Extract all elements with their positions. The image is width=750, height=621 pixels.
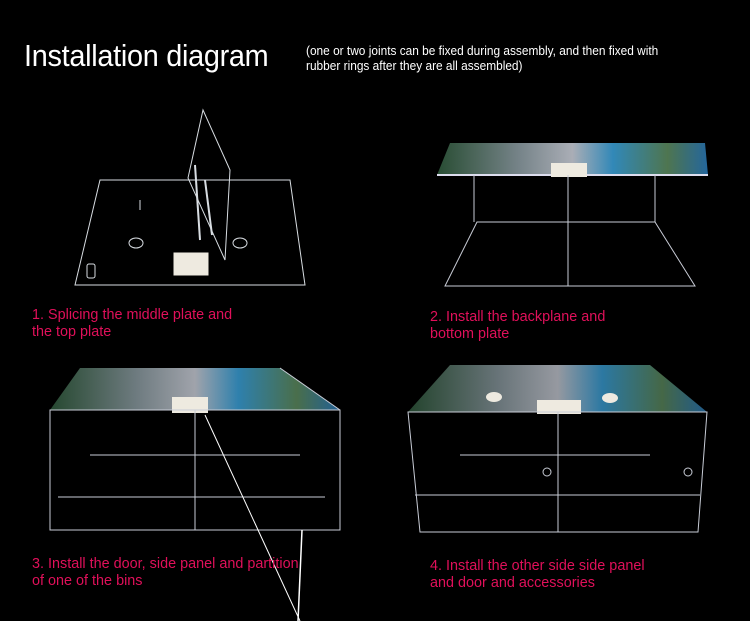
step-4-caption: 4. Install the other side side panel and…: [430, 557, 645, 591]
step-3-caption: 3. Install the door, side panel and part…: [32, 555, 299, 589]
step-1-caption: 1. Splicing the middle plate and the top…: [32, 306, 233, 340]
page-subtitle: (one or two joints can be fixed during a…: [306, 44, 659, 73]
step4-illustration: [407, 365, 708, 533]
step3-illustration: [49, 367, 341, 621]
step2-illustration: [437, 143, 708, 287]
step1-illustration: [74, 108, 306, 286]
page-title: Installation diagram: [24, 38, 269, 73]
step-2-caption: 2. Install the backplane and bottom plat…: [430, 308, 606, 342]
